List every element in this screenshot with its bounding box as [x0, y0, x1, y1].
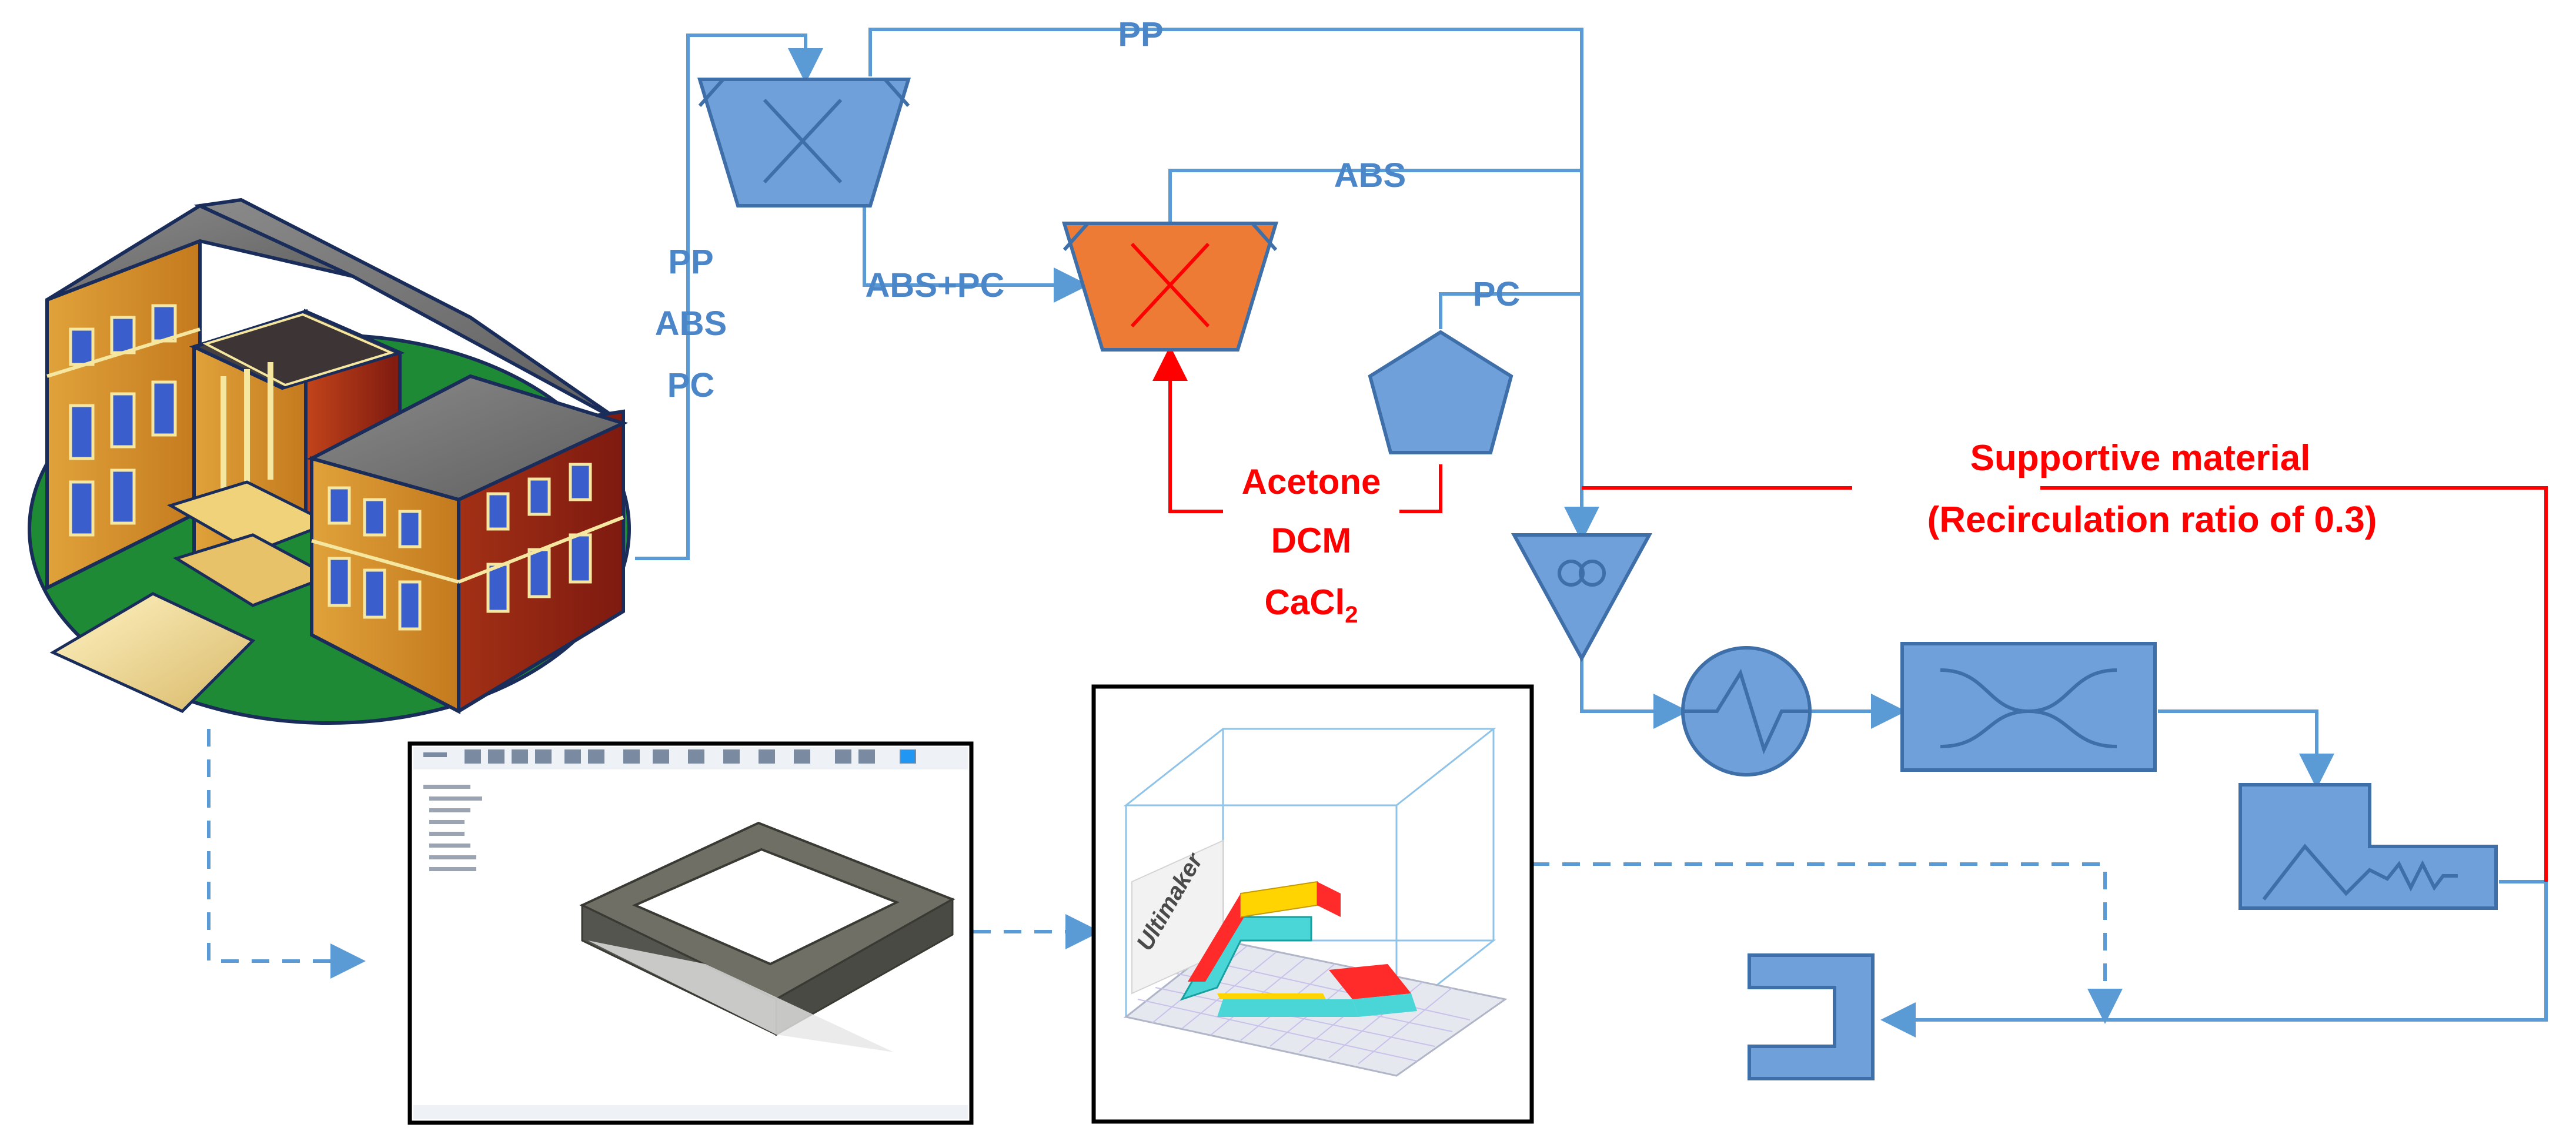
recirculation-line: [1152, 346, 2548, 882]
label-cacl2: CaCl2: [1265, 583, 1358, 628]
label-recirculation-ratio: (Recirculation ratio of 0.3): [1927, 500, 2377, 540]
feeder-icon: [1511, 533, 1653, 662]
label-mix-pp: PP: [668, 243, 713, 281]
product-collector-icon: [1748, 953, 1875, 1080]
label-acetone: Acetone: [1242, 462, 1381, 501]
label-mix-abs: ABS: [655, 304, 727, 343]
heat-exchanger-icon: [1681, 646, 1812, 777]
separator-1-icon: [697, 78, 911, 207]
label-abs-pc: ABS+PC: [866, 266, 1005, 304]
process-lines: [635, 28, 2548, 1037]
mixer-icon: [1900, 642, 2157, 772]
cad-software-screenshot: [407, 741, 974, 1125]
extruder-icon: [2238, 783, 2498, 910]
label-dcm: DCM: [1271, 521, 1352, 560]
label-pp-top: PP: [1118, 15, 1163, 53]
dashed-flow-lines: [207, 729, 2123, 1024]
label-mix-pc: PC: [667, 366, 715, 404]
label-abs-top: ABS: [1334, 156, 1406, 195]
pentagon-unit-icon: [1368, 330, 1513, 454]
slicer-3d-print-preview: Ultimaker: [1091, 684, 1534, 1124]
school-building-icon: [28, 198, 631, 725]
separator-2-icon: [1061, 222, 1279, 352]
label-pc-right: PC: [1473, 275, 1521, 313]
label-supportive-material: Supportive material: [1970, 438, 2311, 478]
stream-labels: PP ABS PC PP ABS PC ABS+PC Acetone DCM C…: [655, 15, 2377, 628]
